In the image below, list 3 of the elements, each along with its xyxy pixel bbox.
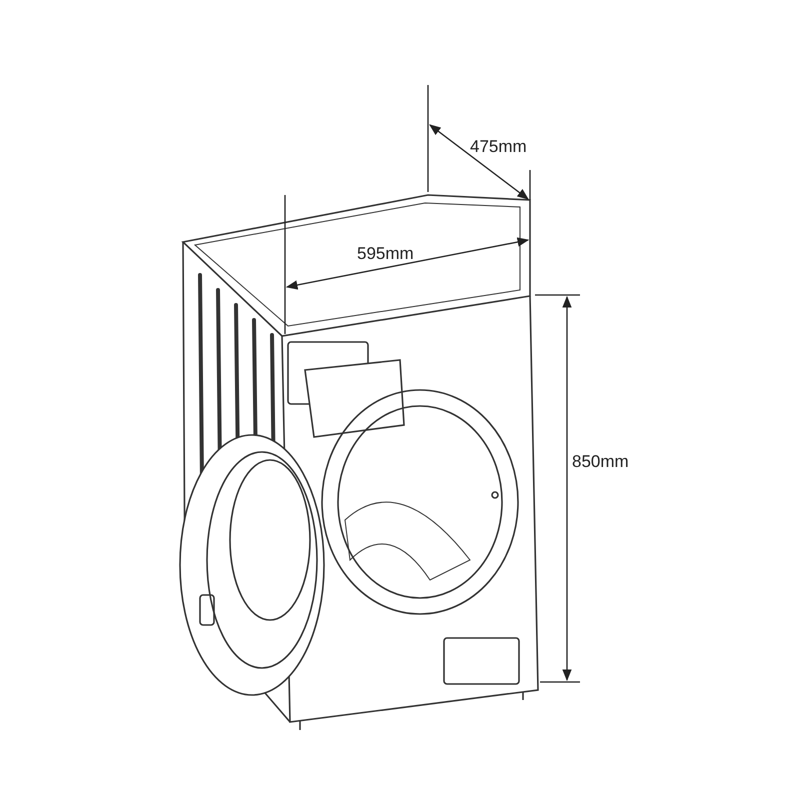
dimension-label: 475mm xyxy=(470,137,527,157)
dimension-label: 595mm xyxy=(357,244,414,264)
dimension-label: 850mm xyxy=(572,452,629,472)
